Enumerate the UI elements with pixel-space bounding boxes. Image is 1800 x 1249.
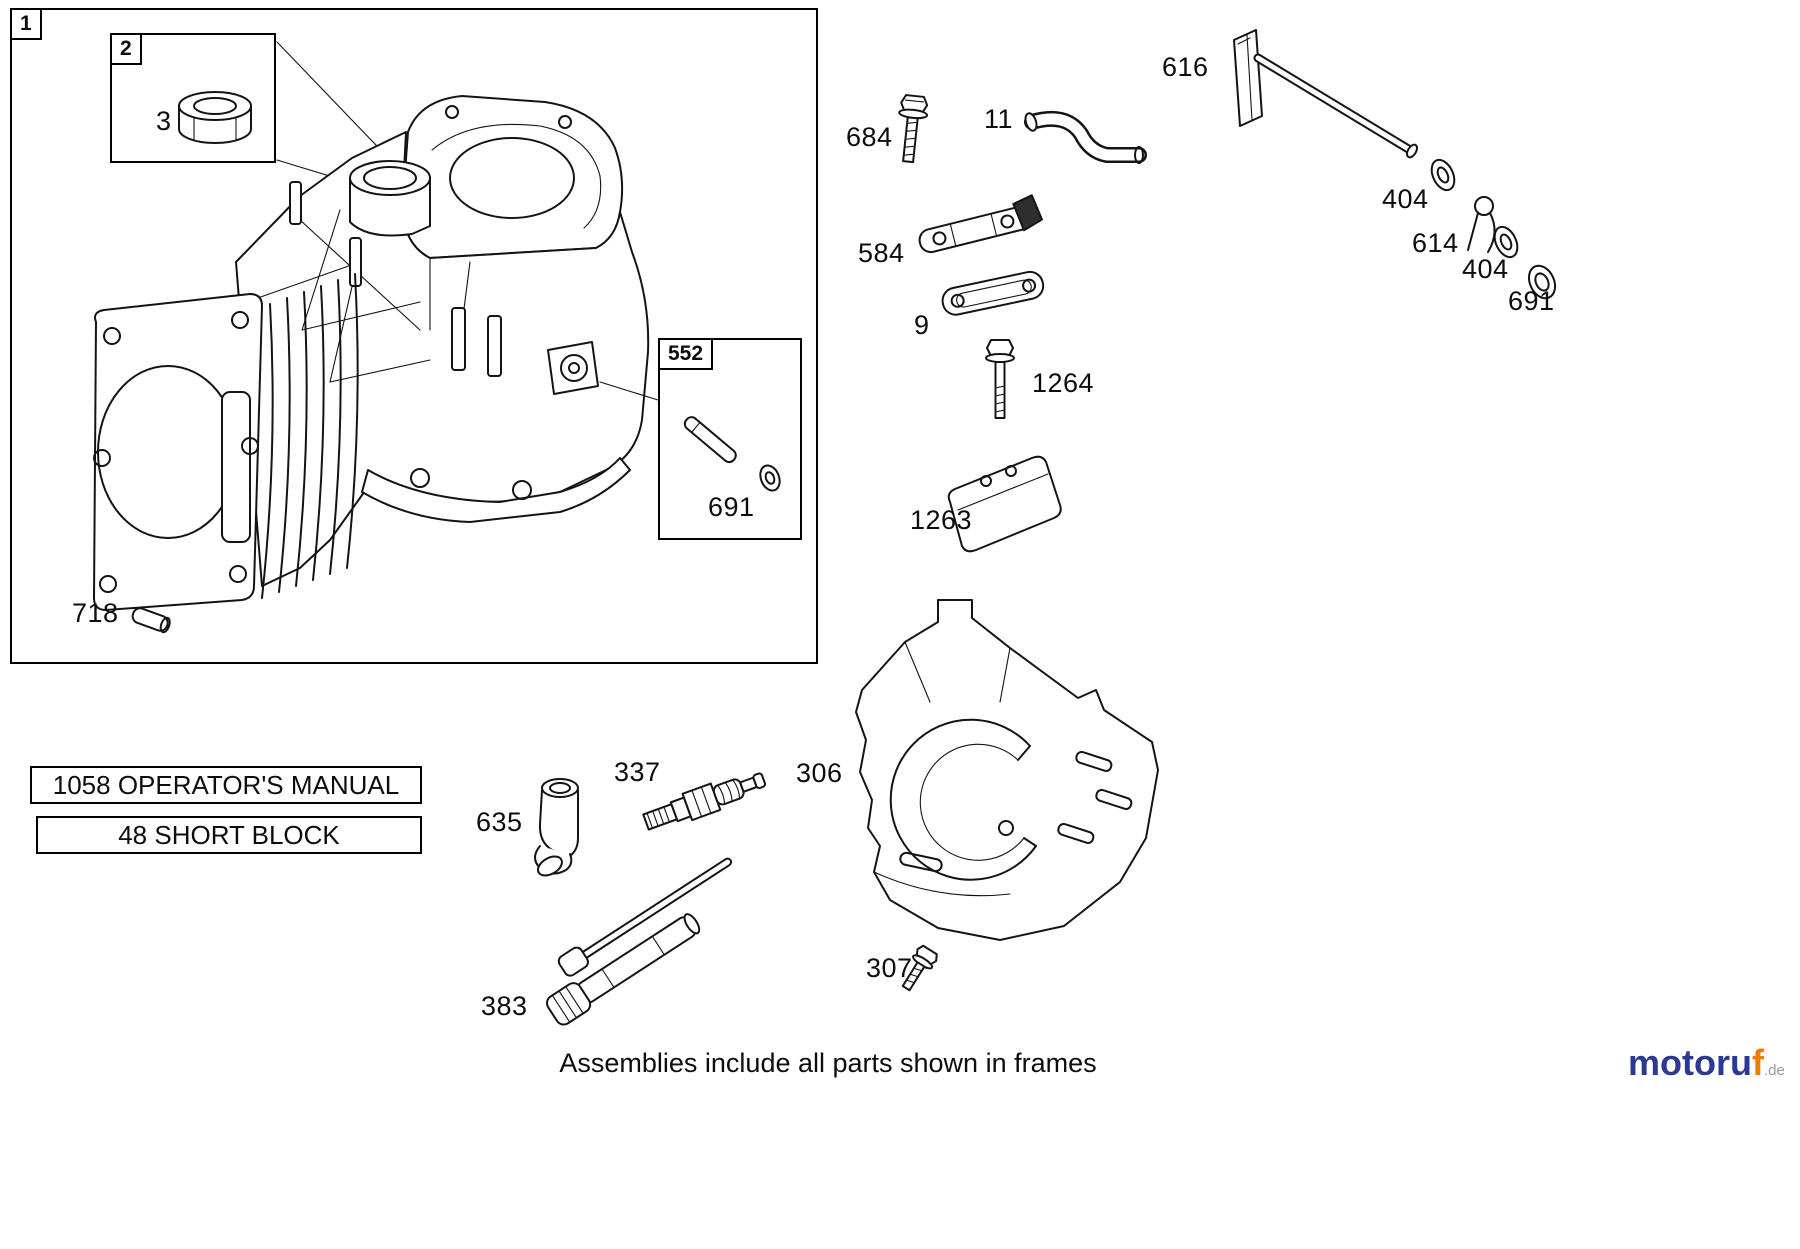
part-label-691-frame: 691: [708, 492, 755, 522]
part-337-spark-plug-drawing: [642, 772, 767, 831]
part-label-684: 684: [846, 122, 893, 152]
part-label-337: 337: [614, 757, 661, 787]
part-718-pin-drawing: [131, 607, 171, 634]
part-1263-plate-drawing: [947, 455, 1062, 553]
part-614-cotter-pin-drawing: [1467, 196, 1496, 253]
part-label-1264: 1264: [1032, 368, 1095, 398]
part-404-washer-upper-drawing: [1430, 158, 1456, 192]
frame-2-label: 2: [110, 33, 142, 65]
part-307-screw-drawing: [901, 944, 938, 992]
frame-1: 1: [10, 8, 818, 664]
part-label-3: 3: [156, 106, 172, 136]
callout-short-block-text: 48 SHORT BLOCK: [118, 819, 340, 850]
part-584-bracket-drawing: [918, 194, 1043, 254]
part-635-breather-drawing: [534, 778, 579, 877]
motoruf-logo-tld: .de: [1763, 1062, 1785, 1079]
part-1264-bolt-drawing: [985, 339, 1015, 419]
part-label-306: 306: [796, 758, 843, 788]
part-383-oil-fill-tube-drawing: [545, 857, 733, 1026]
part-616-rod-drawing: [1233, 29, 1419, 159]
part-label-691-right: 691: [1508, 286, 1555, 316]
part-label-404-lower: 404: [1462, 254, 1509, 284]
part-label-11: 11: [984, 104, 1014, 134]
callout-short-block: 48 SHORT BLOCK: [36, 816, 422, 854]
callout-operators-manual-text: 1058 OPERATOR'S MANUAL: [52, 769, 400, 800]
part-label-307: 307: [866, 953, 913, 983]
motoruf-logo[interactable]: motoruf.de: [1628, 1042, 1785, 1084]
motoruf-logo-main: motoru: [1628, 1042, 1752, 1083]
assemblies-note: Assemblies include all parts shown in fr…: [559, 1048, 1097, 1078]
engine-crankcase-drawing: [93, 95, 659, 611]
part-label-9: 9: [914, 310, 930, 340]
part-3-seal-drawing: [178, 91, 252, 144]
frame-1-label: 1: [10, 8, 42, 40]
part-label-635: 635: [476, 807, 523, 837]
part-label-616: 616: [1162, 52, 1209, 82]
part-label-614: 614: [1412, 228, 1459, 258]
part-691-frame-seal-drawing: [759, 464, 781, 492]
part-691-seal-drawing: [1527, 264, 1557, 300]
frame-552: 552: [658, 338, 802, 540]
callout-operators-manual: 1058 OPERATOR'S MANUAL: [30, 766, 422, 804]
part-label-383: 383: [481, 991, 528, 1021]
part-label-404-upper: 404: [1382, 184, 1429, 214]
motoruf-logo-accent: f: [1751, 1042, 1764, 1083]
frame-2: 2: [110, 33, 276, 163]
part-684-screw-drawing: [898, 94, 929, 164]
part-306-baffle-drawing: [855, 599, 1159, 941]
part-11-tube-drawing: [1024, 111, 1147, 164]
part-label-718: 718: [72, 598, 119, 628]
part-404-washer-lower-drawing: [1493, 225, 1519, 259]
part-552-pin-drawing: [683, 416, 781, 492]
part-label-584: 584: [858, 238, 905, 268]
part-9-gasket-drawing: [941, 270, 1045, 316]
part-label-1263: 1263: [910, 505, 973, 535]
frame-552-label: 552: [658, 338, 714, 370]
